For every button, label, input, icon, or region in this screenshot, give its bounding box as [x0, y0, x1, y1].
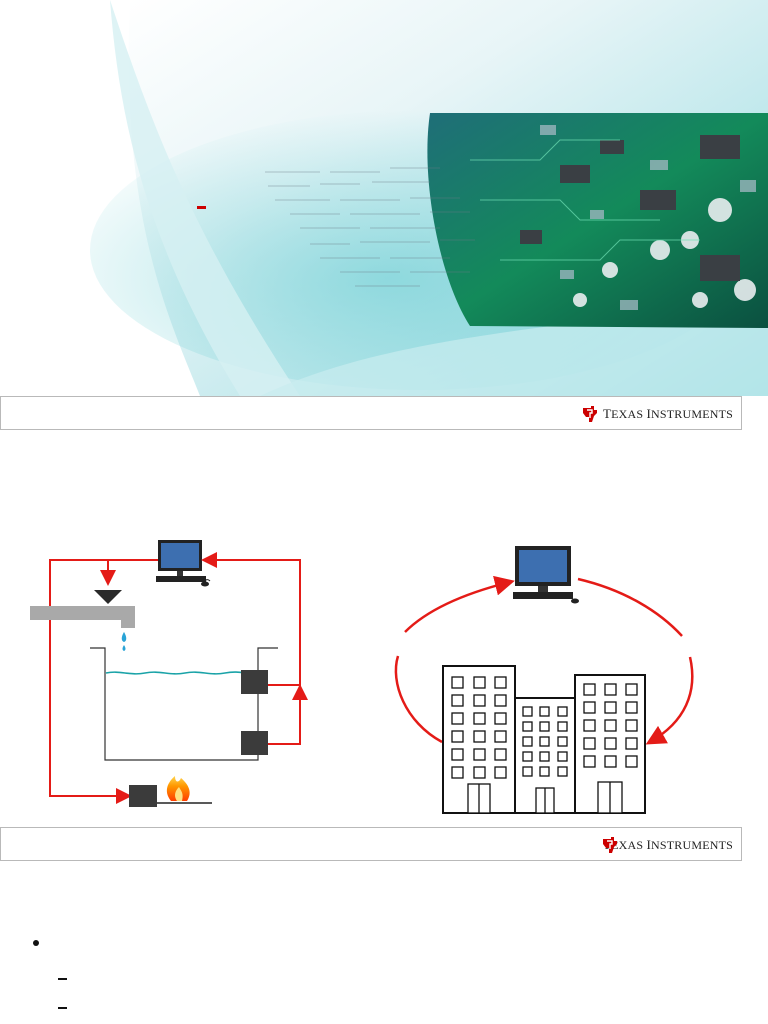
dash-marker [58, 1007, 67, 1009]
computer-icon [513, 546, 579, 604]
tank [90, 647, 278, 761]
flame-icon [166, 776, 190, 801]
ti-logo-icon [582, 406, 597, 422]
ti-logo: TEXAS INSTRUMENTS [600, 835, 733, 855]
ti-logo: TEXAS INSTRUMENTS [580, 404, 733, 424]
building-network [394, 546, 694, 814]
slide-footer: TEXAS INSTRUMENTS [0, 827, 742, 861]
title-slide: TEXAS INSTRUMENTS [0, 0, 768, 432]
valve-icon [30, 590, 135, 628]
control-diagram [30, 540, 694, 814]
title-accent-bar [197, 206, 206, 209]
dash-marker [58, 978, 67, 980]
bullet-slide [0, 862, 768, 1024]
water-drop-icon [121, 632, 127, 651]
slide-footer: TEXAS INSTRUMENTS [0, 396, 742, 430]
sensor-box-icon [129, 785, 157, 807]
tank-control-loop [30, 540, 308, 807]
computer-icon [156, 540, 211, 587]
ti-logo-icon [602, 837, 617, 853]
sensor-box-icon [241, 670, 268, 694]
control-diagram-slide: TEXAS INSTRUMENTS [0, 432, 768, 861]
bullet-dot [33, 940, 39, 946]
math-formulas [265, 167, 475, 287]
sensor-box-icon [241, 731, 268, 755]
hero-background [0, 0, 768, 396]
pcb-image [427, 113, 768, 328]
